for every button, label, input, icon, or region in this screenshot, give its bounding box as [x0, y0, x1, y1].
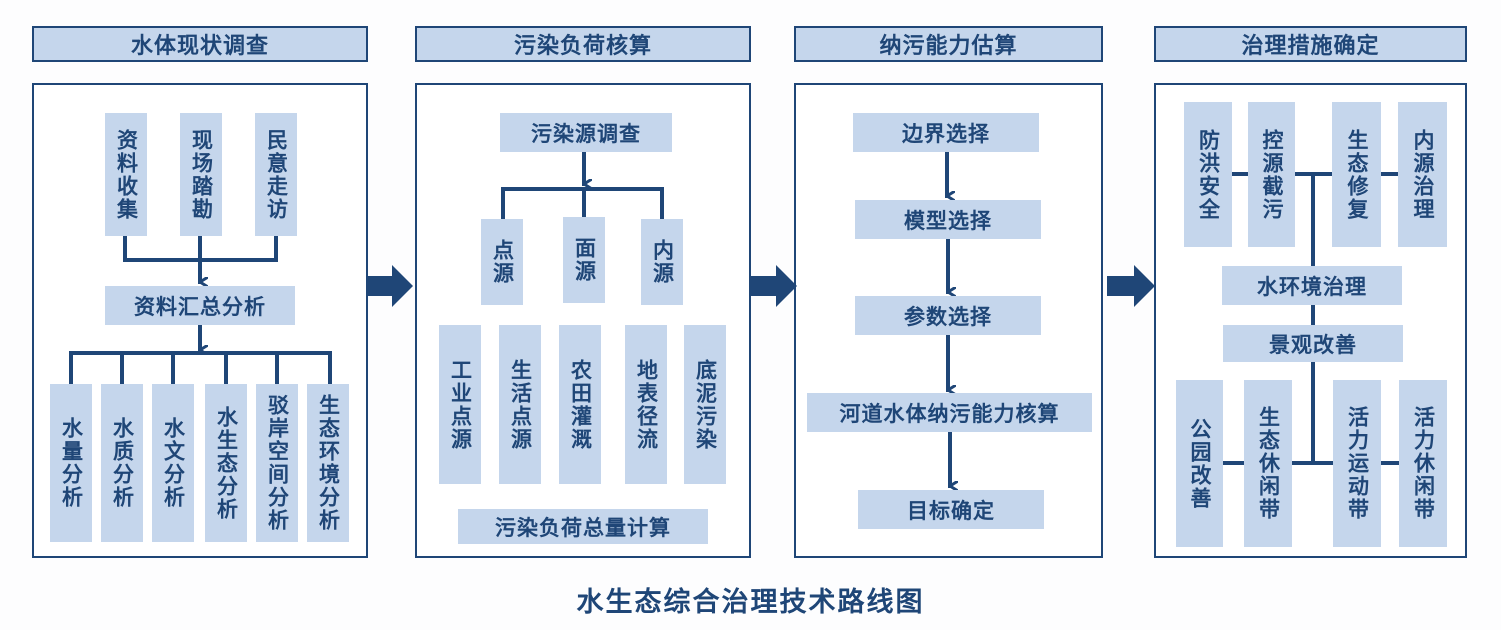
landscape-center-box: 景观改善 — [1223, 325, 1403, 362]
analysis-box: 水文分析 — [152, 384, 194, 542]
survey-box: 污染源调查 — [500, 113, 672, 152]
analysis-box: 水质分析 — [101, 384, 143, 542]
water-measure-box: 防洪安全 — [1184, 102, 1232, 247]
source-box: 生活点源 — [499, 325, 541, 484]
stage-3-header: 纳污能力估算 — [794, 26, 1103, 62]
source-type-box: 内源 — [641, 219, 683, 305]
landscape-measure-box: 活力运动带 — [1333, 380, 1381, 547]
step-box: 目标确定 — [858, 490, 1044, 529]
water-measure-box: 内源治理 — [1398, 102, 1447, 247]
summary-box: 资料汇总分析 — [105, 286, 295, 325]
source-box: 农田灌溉 — [559, 325, 601, 484]
stage-2-panel — [415, 83, 751, 558]
landscape-measure-box: 活力休闲带 — [1399, 380, 1447, 547]
source-box: 底泥污染 — [684, 325, 726, 484]
input-box: 资料收集 — [105, 113, 147, 236]
step-box: 河道水体纳污能力核算 — [807, 393, 1092, 432]
source-type-box: 面源 — [563, 217, 605, 303]
landscape-measure-box: 生态休闲带 — [1244, 380, 1292, 547]
source-box: 地表径流 — [625, 325, 667, 484]
diagram-caption: 水生态综合治理技术路线图 — [576, 587, 925, 618]
stage-1-header: 水体现状调查 — [32, 26, 368, 62]
water-measure-box: 生态修复 — [1332, 102, 1381, 247]
stage-2-header: 污染负荷核算 — [415, 26, 751, 62]
analysis-box: 水量分析 — [50, 384, 92, 542]
stage-arrow-3 — [1107, 265, 1155, 307]
step-box: 参数选择 — [855, 296, 1041, 335]
stage-arrow-1 — [368, 265, 413, 307]
input-box: 民意走访 — [255, 113, 297, 236]
input-box: 现场踏勘 — [180, 113, 222, 236]
water-center-box: 水环境治理 — [1222, 266, 1402, 305]
stage-arrow-2 — [751, 265, 797, 307]
water-measure-box: 控源截污 — [1248, 102, 1295, 247]
stage-4-header: 治理措施确定 — [1154, 26, 1467, 62]
total-load-box: 污染负荷总量计算 — [458, 509, 708, 544]
source-type-box: 点源 — [481, 219, 523, 305]
source-box: 工业点源 — [439, 325, 481, 484]
landscape-measure-box: 公园改善 — [1176, 380, 1223, 547]
analysis-box: 生态环境分析 — [307, 384, 349, 542]
step-box: 模型选择 — [855, 200, 1041, 239]
step-box: 边界选择 — [853, 113, 1039, 152]
analysis-box: 水生态分析 — [205, 384, 247, 542]
analysis-box: 驳岸空间分析 — [256, 384, 298, 542]
